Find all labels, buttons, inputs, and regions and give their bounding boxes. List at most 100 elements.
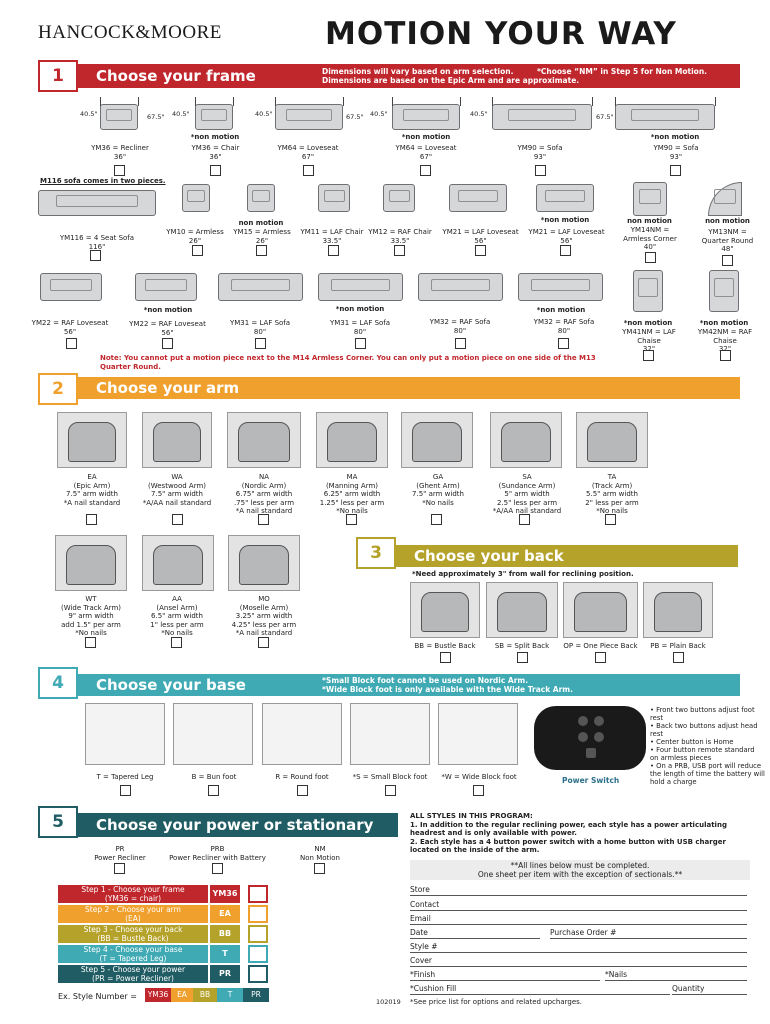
frame-image-ym10 <box>182 184 210 212</box>
frame-checkbox-ym42nm[interactable] <box>720 350 731 361</box>
frame-checkbox-ym10[interactable] <box>192 245 203 256</box>
example-value-power: PR <box>243 988 269 1002</box>
section-2-label: Choose your arm <box>96 379 240 397</box>
frame-image-ym31 <box>218 273 303 301</box>
frame-checkbox-ym21-nm[interactable] <box>560 245 571 256</box>
frame-checkbox-ym36-recliner[interactable] <box>114 165 125 176</box>
power-checkbox-pr[interactable] <box>114 863 125 874</box>
section-2-number: 2 <box>38 373 78 405</box>
dim-label: 67.5" <box>147 113 165 121</box>
base-photo-round <box>262 703 342 765</box>
frame-checkbox-ym64-nm[interactable] <box>420 165 431 176</box>
back-photo-op <box>563 582 638 638</box>
base-label-w: *W = Wide Block foot <box>441 773 517 781</box>
back-checkbox-bb[interactable] <box>440 652 451 663</box>
arm-photo-wa <box>142 412 212 468</box>
frame-checkbox-ym32[interactable] <box>455 338 466 349</box>
frame-checkbox-ym36-chair[interactable] <box>210 165 221 176</box>
section-2-bar: Choose your arm <box>60 377 740 399</box>
back-label-op: OP = One Piece Back <box>563 642 638 650</box>
quantity-field[interactable]: Quantity <box>672 984 747 995</box>
frame-checkbox-ym14nm[interactable] <box>645 252 656 263</box>
arm-label-na: NA(Nordic Arm)6.75" arm width.75" less p… <box>233 473 295 515</box>
finish-field[interactable]: *Finish <box>410 970 600 981</box>
email-field[interactable]: Email <box>410 914 747 925</box>
base-checkbox-w[interactable] <box>473 785 484 796</box>
arm-photo-na <box>227 412 301 468</box>
frame-checkbox-ym13nm[interactable] <box>722 255 733 266</box>
frame-nonmotion-label: *non motion <box>335 305 385 313</box>
power-checkbox-nm[interactable] <box>314 863 325 874</box>
frame-checkbox-ym22-nm[interactable] <box>162 338 173 349</box>
feature-item: • Four button remote standard on armless… <box>650 746 755 762</box>
frame-checkbox-ym21[interactable] <box>475 245 486 256</box>
step-3-box[interactable] <box>248 925 268 943</box>
step-5-box[interactable] <box>248 965 268 983</box>
switch-button-icon <box>578 732 588 742</box>
arm-checkbox-ma[interactable] <box>346 514 357 525</box>
back-checkbox-op[interactable] <box>595 652 606 663</box>
arm-checkbox-wt[interactable] <box>85 637 96 648</box>
back-checkbox-sb[interactable] <box>517 652 528 663</box>
frame-checkbox-ym41nm[interactable] <box>643 350 654 361</box>
cushion-fill-field[interactable]: *Cushion Fill <box>410 984 670 995</box>
dim-label: 67.5" <box>596 113 614 121</box>
arm-checkbox-wa[interactable] <box>172 514 183 525</box>
nails-field[interactable]: *Nails <box>605 970 747 981</box>
arm-checkbox-ta[interactable] <box>605 514 616 525</box>
contact-field[interactable]: Contact <box>410 900 747 911</box>
frame-checkbox-ym116[interactable] <box>90 250 101 261</box>
arm-checkbox-mo[interactable] <box>258 637 269 648</box>
frame-checkbox-ym12[interactable] <box>394 245 405 256</box>
cover-field[interactable]: Cover <box>410 956 747 967</box>
frame-image-ym41nm <box>633 270 663 312</box>
date-field[interactable]: Date <box>410 928 540 939</box>
frame-checkbox-ym32-nm[interactable] <box>558 338 569 349</box>
purchase-order-field[interactable]: Purchase Order # <box>550 928 747 939</box>
section-3-bar: Choose your back <box>378 545 738 567</box>
back-label-sb: SB = Split Back <box>494 642 550 650</box>
frame-nonmotion-label: *non motion <box>190 133 240 141</box>
frame-checkbox-ym90[interactable] <box>535 165 546 176</box>
frame-checkbox-ym15[interactable] <box>256 245 267 256</box>
dim-label: 67.5" <box>346 113 364 121</box>
style-field[interactable]: Style # <box>410 942 747 953</box>
base-checkbox-t[interactable] <box>120 785 131 796</box>
store-field[interactable]: Store <box>410 885 747 896</box>
power-checkbox-prb[interactable] <box>212 863 223 874</box>
arm-checkbox-aa[interactable] <box>171 637 182 648</box>
step-2-box[interactable] <box>248 905 268 923</box>
back-photo-pb <box>643 582 713 638</box>
frame-checkbox-ym22[interactable] <box>66 338 77 349</box>
back-checkbox-pb[interactable] <box>673 652 684 663</box>
frame-checkbox-ym11[interactable] <box>328 245 339 256</box>
arm-checkbox-na[interactable] <box>258 514 269 525</box>
step-4-box[interactable] <box>248 945 268 963</box>
frame-checkbox-ym31[interactable] <box>255 338 266 349</box>
section-1-label: Choose your frame <box>96 67 256 85</box>
base-checkbox-s[interactable] <box>385 785 396 796</box>
frame-image-ym32-nm <box>518 273 603 301</box>
step-5-label: Step 5 - Choose your power(PR = Power Re… <box>58 965 208 983</box>
frame-checkbox-ym64[interactable] <box>303 165 314 176</box>
frame-checkbox-ym90-nm[interactable] <box>670 165 681 176</box>
base-checkbox-b[interactable] <box>208 785 219 796</box>
frame-nonmotion-label: non motion <box>627 217 672 225</box>
section-5-bar: Choose your power or stationary <box>60 813 398 837</box>
step-1-label: Step 1 - Choose your frame(YM36 = chair) <box>58 885 208 903</box>
step-1-box[interactable] <box>248 885 268 903</box>
arm-checkbox-ga[interactable] <box>431 514 442 525</box>
base-checkbox-r[interactable] <box>297 785 308 796</box>
frame-checkbox-ym31-nm[interactable] <box>355 338 366 349</box>
arm-checkbox-ea[interactable] <box>86 514 97 525</box>
arm-checkbox-sa[interactable] <box>519 514 530 525</box>
brand-logo: HANCOCK&MOORE <box>38 22 222 43</box>
